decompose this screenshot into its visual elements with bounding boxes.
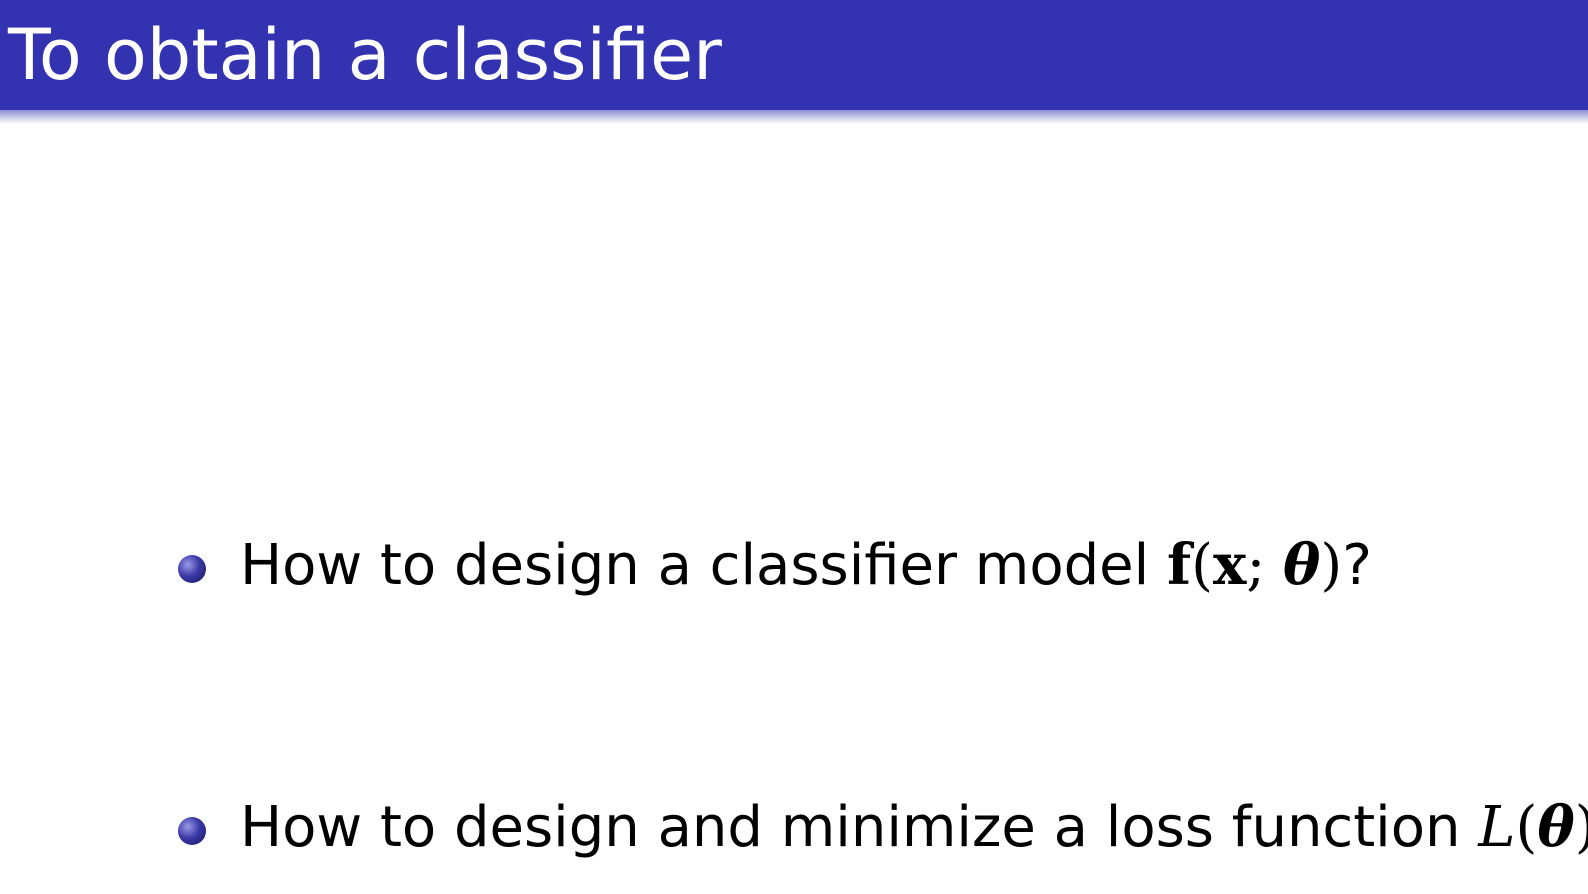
bullet-text: How to design a classifier model f(x; θ)…	[240, 530, 1372, 601]
slide-title: To obtain a classifier	[8, 14, 722, 96]
bullet-text: How to design and minimize a loss functi…	[240, 792, 1588, 863]
bullet-text-body: How to design a classifier model	[240, 533, 1167, 598]
math-L: L	[1478, 795, 1516, 860]
title-bar-shadow	[0, 110, 1588, 124]
sphere-bullet-icon	[178, 555, 206, 583]
math-close-paren: )	[1575, 795, 1588, 860]
sphere-bullet-icon	[178, 817, 206, 845]
bullet-text-body: How to design and minimize a loss functi…	[240, 795, 1479, 860]
math-open-paren: (	[1191, 533, 1213, 598]
math-separator: ;	[1246, 533, 1283, 598]
math-open-paren: (	[1515, 795, 1538, 860]
math-close-paren: )	[1320, 533, 1343, 598]
math-x: x	[1212, 532, 1247, 598]
bullet-suffix: ?	[1342, 533, 1372, 598]
math-f: f	[1166, 532, 1192, 598]
math-theta: θ	[1283, 532, 1321, 598]
title-bar	[0, 0, 1588, 110]
math-theta: θ	[1537, 794, 1575, 860]
